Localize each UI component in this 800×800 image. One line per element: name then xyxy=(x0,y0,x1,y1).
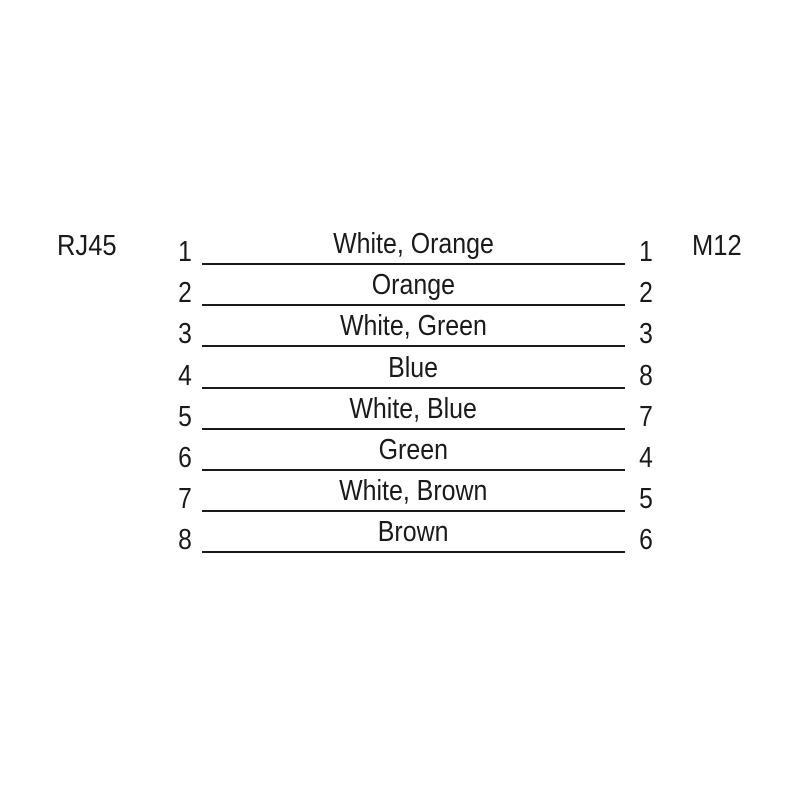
pin-number-left: 3 xyxy=(178,318,192,351)
wire-color-label: White, Blue xyxy=(349,392,478,425)
pin-number-left: 8 xyxy=(178,524,192,557)
wire-connection-line xyxy=(202,263,625,265)
wire-connection-line xyxy=(202,345,625,348)
pin-number-right: 8 xyxy=(639,359,653,392)
pin-number-left: 7 xyxy=(178,483,192,516)
wire-color-label: Orange xyxy=(371,269,456,302)
pin-number-right: 7 xyxy=(639,400,653,433)
pin-number-right: 5 xyxy=(639,483,653,516)
wire-color-label: Green xyxy=(378,434,449,466)
wire-color-label: White, Brown xyxy=(339,475,488,508)
wire-connection-line xyxy=(202,469,625,471)
connector-title-right: M12 xyxy=(692,230,742,262)
pin-number-right: 1 xyxy=(639,236,653,268)
pin-number-right: 3 xyxy=(639,318,653,351)
pin-number-left: 1 xyxy=(178,236,192,268)
wire-connection-line xyxy=(202,304,625,307)
pin-number-right: 2 xyxy=(639,277,653,310)
pin-number-left: 5 xyxy=(178,400,192,433)
wire-connection-line xyxy=(202,551,625,554)
wire-connection-line xyxy=(202,386,625,389)
pin-number-right: 6 xyxy=(639,524,653,557)
pin-number-right: 4 xyxy=(639,442,653,474)
pin-number-left: 4 xyxy=(178,359,192,392)
wire-color-label: White, Green xyxy=(340,310,487,343)
wire-connection-line xyxy=(202,510,625,513)
wire-connection-line xyxy=(202,427,625,430)
wire-color-label: Brown xyxy=(378,516,449,549)
wire-color-label: Blue xyxy=(388,351,439,384)
pin-number-left: 6 xyxy=(178,442,192,474)
connector-title-left: RJ45 xyxy=(57,230,117,262)
pin-number-left: 2 xyxy=(178,277,192,310)
wire-color-label: White, Orange xyxy=(333,228,494,260)
